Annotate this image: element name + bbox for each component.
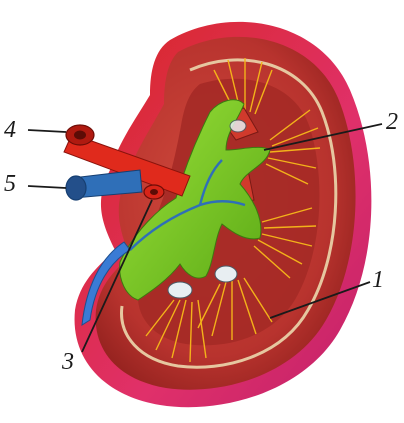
- label-4: 4: [4, 118, 16, 142]
- label-3: 3: [62, 350, 74, 374]
- label-2: 2: [386, 110, 398, 134]
- leader-line-5: [28, 186, 66, 188]
- label-1: 1: [372, 268, 384, 292]
- small-vessel-opening: [144, 185, 164, 199]
- label-5: 5: [4, 172, 16, 196]
- leader-line-4: [28, 130, 66, 132]
